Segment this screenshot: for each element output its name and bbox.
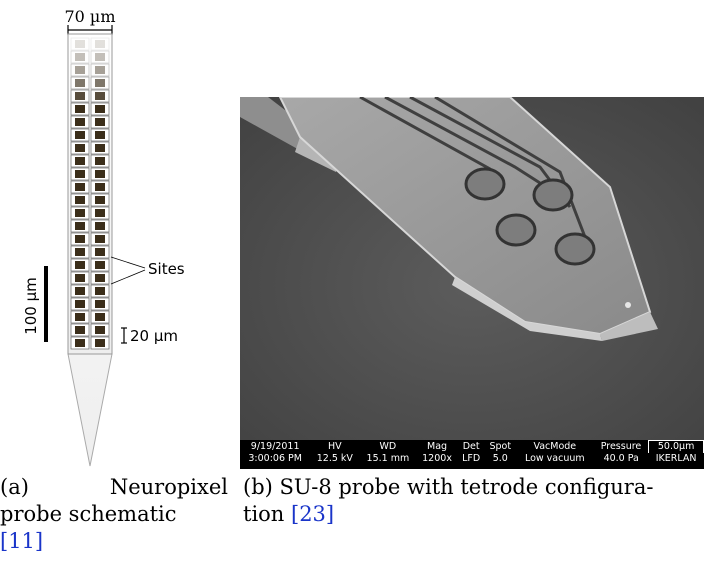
recording-site-pad (75, 313, 85, 321)
recording-site-pad (95, 79, 105, 87)
recording-site-pad (75, 300, 85, 308)
sites-label: Sites (148, 260, 185, 278)
recording-site-pad (75, 92, 85, 100)
databar-value: Low vacuum (524, 453, 585, 464)
recording-site-pad (95, 261, 105, 269)
recording-site-pad (75, 235, 85, 243)
recording-site (70, 50, 90, 64)
recording-site-pad (95, 339, 105, 347)
scale-bar (44, 266, 48, 342)
caption-a-line2: probe schematic (0, 502, 177, 526)
recording-site-pad (95, 66, 105, 74)
recording-site-pad (75, 326, 85, 334)
recording-site (70, 63, 90, 77)
pitch-label: 20 µm (130, 327, 178, 345)
neuropixel-probe-schematic: 70 µm Sites 100 µm 20 µm (22, 7, 185, 467)
databar-value: 1200x (422, 453, 452, 464)
recording-site-pad (95, 118, 105, 126)
databar-header: Spot (489, 440, 512, 452)
recording-site-pad (95, 313, 105, 321)
recording-sites (70, 37, 110, 350)
caption-b-line2: tion (243, 502, 291, 526)
recording-site-pad (95, 40, 105, 48)
recording-site-pad (75, 131, 85, 139)
recording-site-pad (75, 53, 85, 61)
recording-site-pad (75, 144, 85, 152)
recording-site (90, 63, 110, 77)
recording-site-pad (95, 222, 105, 230)
caption-b: (b) SU-8 probe with tetrode configura- t… (243, 474, 704, 528)
recording-site-pad (95, 105, 105, 113)
recording-site-pad (95, 92, 105, 100)
databar-value: 40.0 Pa (603, 453, 639, 464)
recording-site-pad (95, 300, 105, 308)
databar-header: Mag (427, 440, 448, 452)
databar-value: 12.5 kV (316, 453, 353, 464)
recording-site-pad (95, 196, 105, 204)
databar-header: HV (328, 440, 342, 452)
databar-time: 3:00:06 PM (248, 453, 302, 464)
recording-site-pad (75, 118, 85, 126)
width-label: 70 µm (64, 7, 115, 26)
recording-site-pad (95, 235, 105, 243)
recording-site-pad (95, 274, 105, 282)
recording-site (90, 50, 110, 64)
recording-site-pad (95, 248, 105, 256)
caption-a-word: Neuropixel (109, 475, 228, 499)
recording-site-pad (75, 209, 85, 217)
databar-header: VacMode (533, 440, 577, 452)
recording-site-pad (95, 53, 105, 61)
recording-site-pad (75, 274, 85, 282)
caption-b-citation[interactable]: [23] (291, 502, 335, 526)
electrode-3 (495, 213, 537, 247)
recording-site-pad (95, 131, 105, 139)
recording-site-pad (75, 105, 85, 113)
caption-a-citation[interactable]: [11] (0, 529, 44, 553)
sem-data-bar: 9/19/2011 HV WD Mag Det Spot VacMode Pre… (240, 440, 704, 469)
recording-site-pad (75, 248, 85, 256)
databar-header: Pressure (600, 440, 642, 452)
electrode-4 (554, 232, 596, 266)
recording-site-pad (75, 40, 85, 48)
recording-site-pad (75, 287, 85, 295)
scale-label: 100 µm (22, 277, 40, 335)
caption-a-label: (a) (0, 475, 29, 499)
recording-site-pad (75, 170, 85, 178)
recording-site-pad (75, 157, 85, 165)
recording-site-pad (95, 287, 105, 295)
recording-site-pad (75, 339, 85, 347)
databar-value: IKERLAN (655, 453, 697, 464)
electrode-1 (464, 167, 506, 201)
recording-site-pad (75, 222, 85, 230)
electrode-2 (532, 178, 574, 212)
su8-probe-sem-image (240, 97, 704, 440)
recording-site-pad (75, 261, 85, 269)
recording-site-pad (75, 183, 85, 191)
databar-value: 15.1 mm (366, 453, 410, 464)
recording-site-pad (95, 326, 105, 334)
recording-site-pad (95, 144, 105, 152)
recording-site-pad (75, 79, 85, 87)
databar-header: WD (379, 440, 397, 452)
recording-site-pad (95, 183, 105, 191)
databar-date: 9/19/2011 (250, 440, 300, 452)
recording-site-pad (95, 157, 105, 165)
databar-value: 5.0 (492, 453, 508, 464)
recording-site-pad (95, 170, 105, 178)
caption-b-line1: (b) SU-8 probe with tetrode configura- (243, 475, 654, 499)
caption-a: (a) Neuropixel probe schematic [11] (0, 474, 228, 555)
recording-site-pad (95, 209, 105, 217)
databar-value: LFD (462, 453, 481, 464)
recording-site (70, 37, 90, 51)
databar-header: Det (462, 440, 480, 452)
recording-site-pad (75, 196, 85, 204)
recording-site-pad (75, 66, 85, 74)
databar-scale: 50.0µm (648, 440, 704, 453)
recording-site (90, 37, 110, 51)
